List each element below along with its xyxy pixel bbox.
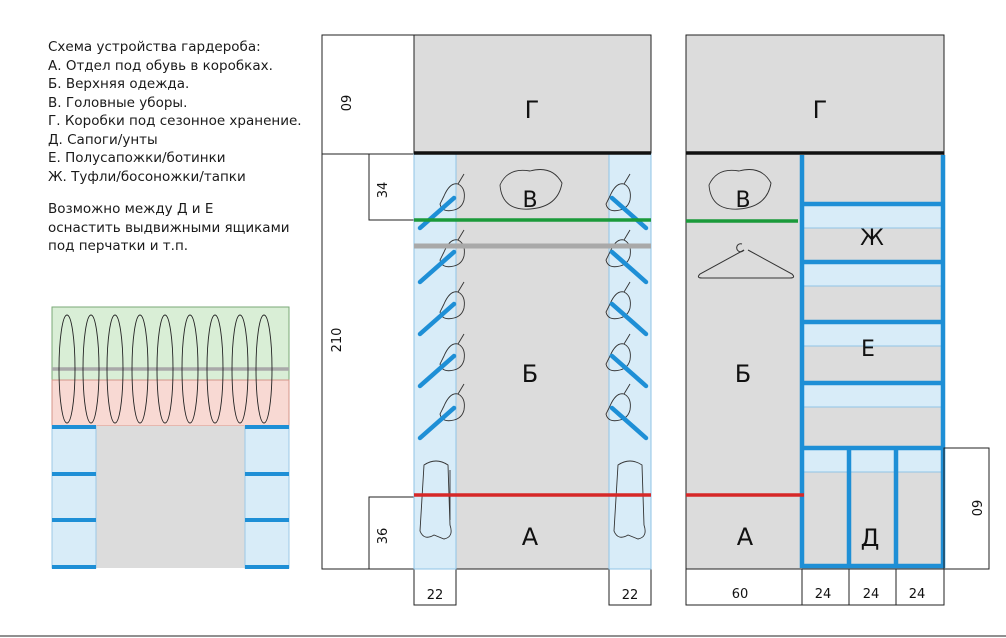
dim-side-right: 22 <box>622 588 639 603</box>
legend-note-line-1: Возможно между Д и Е <box>48 201 214 217</box>
legend-item-a: А. Отдел под обувь в коробках. <box>48 57 273 74</box>
dim-top-height: 60 <box>337 95 352 112</box>
hat-icon <box>499 169 563 210</box>
legend-title: Схема устройства гардероба: <box>48 39 261 55</box>
zone-v-left: В <box>522 188 537 213</box>
plan-right-shelves <box>244 425 290 569</box>
hat-icon-right <box>708 169 772 210</box>
plan-view <box>51 306 290 569</box>
zone-b-left: Б <box>522 360 538 388</box>
left-shoes-r <box>605 173 646 540</box>
left-top-compartment <box>413 34 652 155</box>
right-shelving <box>799 155 946 569</box>
legend-note: Возможно между Д и Е оснастить выдвижным… <box>48 200 302 256</box>
legend-note-line-3: под перчатки и т.п. <box>48 238 189 254</box>
zone-g-right: Г <box>813 96 828 124</box>
legend-note-line-2: оснастить выдвижными ящиками <box>48 219 290 236</box>
legend-item-d: Д. Сапоги/унты <box>48 131 158 148</box>
dim-right-left-width: 60 <box>732 587 749 602</box>
zone-v-right: В <box>735 188 750 213</box>
zone-g-left: Г <box>525 96 540 124</box>
dim-frame-main <box>321 153 415 570</box>
dim-shoe-section: 36 <box>376 528 391 545</box>
plan-left-shelves <box>51 425 97 569</box>
dim-frame-top <box>321 34 415 155</box>
left-elevation: Г В Б А 60 210 34 36 22 22 <box>321 34 652 606</box>
hanger-icon <box>697 243 795 279</box>
right-elevation: Г В Б А Ж Е Д 60 24 24 24 60 <box>685 34 990 606</box>
right-top-compartment <box>685 34 945 155</box>
dim-col3: 24 <box>909 587 926 602</box>
zone-b-right: Б <box>735 360 751 388</box>
legend-item-zh: Ж. Туфли/босоножки/тапки <box>48 168 246 185</box>
legend: Схема устройства гардероба: А. Отдел под… <box>48 38 302 256</box>
legend-item-v: В. Головные уборы. <box>48 94 188 111</box>
dim-side-left: 22 <box>427 588 444 603</box>
zone-zh: Ж <box>860 226 884 251</box>
legend-item-g: Г. Коробки под сезонное хранение. <box>48 113 302 129</box>
right-shelf-boxes <box>801 203 945 473</box>
zone-a-left: А <box>522 523 539 551</box>
zone-d: Д <box>861 524 880 552</box>
plan-shelf-lines <box>52 425 289 569</box>
legend-item-b: Б. Верхняя одежда. <box>48 76 190 92</box>
plan-garments <box>58 314 273 424</box>
plan-shoe-zone <box>51 379 290 427</box>
dim-drawer-height: 60 <box>968 500 983 517</box>
legend-item-e: Е. Полусапожки/ботинки <box>48 150 226 166</box>
dim-col2: 24 <box>863 587 880 602</box>
dim-frame-col3 <box>895 568 945 606</box>
zone-e: Е <box>861 337 875 362</box>
left-shoe-shelves <box>417 195 649 441</box>
zone-a-right: А <box>737 523 754 551</box>
dim-hat-shelf: 34 <box>376 182 391 199</box>
dim-frame-drawer <box>943 447 990 570</box>
dim-col1: 24 <box>815 587 832 602</box>
dim-main-height: 210 <box>330 328 345 353</box>
